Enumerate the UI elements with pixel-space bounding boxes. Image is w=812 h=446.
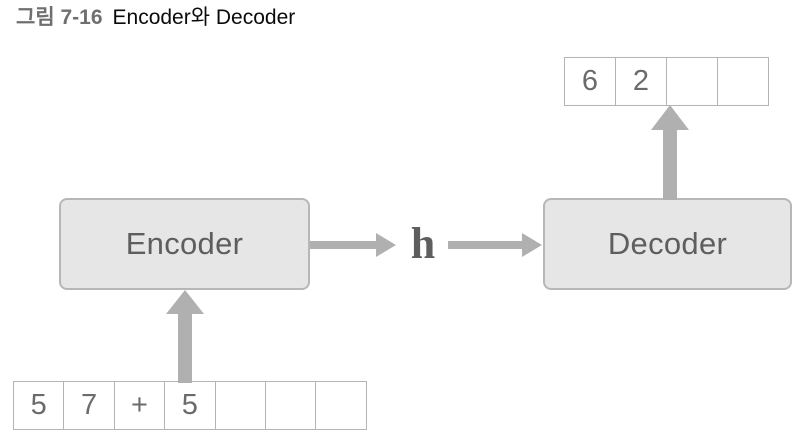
input-cell: [215, 382, 266, 430]
figure-caption: Encoder와 Decoder: [112, 6, 296, 29]
arrow-decoder-to-output-icon: [648, 102, 692, 200]
input-cell: [265, 382, 317, 430]
arrow-encoder-to-h-icon: [310, 230, 398, 260]
output-sequence-grid: 6 2: [564, 57, 769, 106]
arrow-input-to-encoder-icon: [163, 288, 207, 383]
figure-number: 그림 7-16: [16, 6, 103, 29]
input-cell: 5: [165, 382, 216, 430]
decoder-box: Decoder: [543, 198, 792, 290]
output-cell: [667, 58, 718, 106]
output-cell: [718, 58, 769, 106]
input-cell: 5: [14, 382, 65, 430]
arrow-h-to-decoder-icon: [448, 230, 544, 260]
input-cell: +: [114, 382, 166, 430]
output-cell: 6: [565, 58, 616, 106]
input-cell: [316, 382, 367, 430]
output-cell: 2: [616, 58, 667, 106]
input-cell: 7: [64, 382, 115, 430]
encoder-box: Encoder: [59, 198, 310, 290]
input-sequence-grid: 5 7 + 5: [13, 381, 367, 430]
hidden-state-label: h: [410, 219, 436, 268]
figure-title: 그림 7-16 Encoder와 Decoder: [16, 7, 295, 28]
